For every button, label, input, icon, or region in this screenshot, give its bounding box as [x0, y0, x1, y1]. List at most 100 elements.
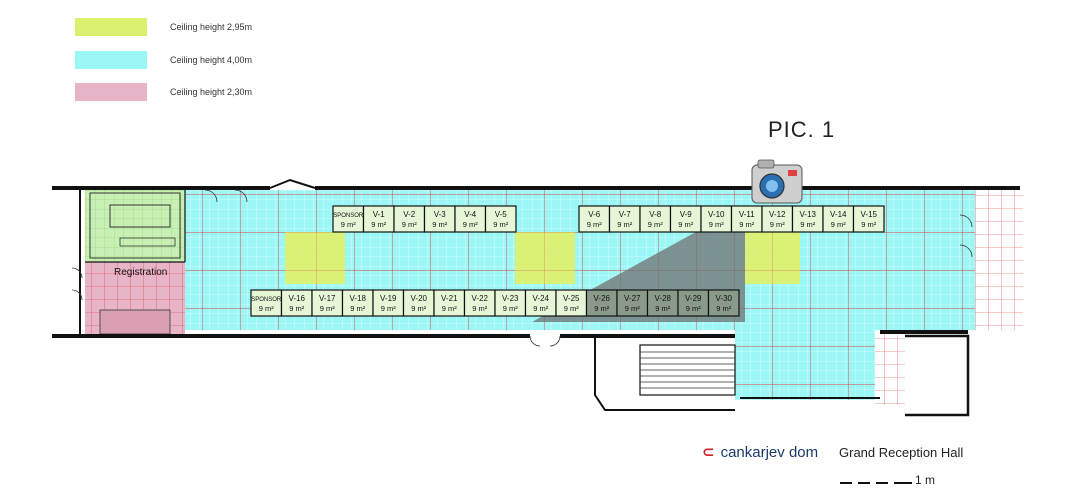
booth-name: V-21	[441, 294, 458, 303]
booth-area: 9 m²	[341, 220, 357, 229]
booth-area: 9 m²	[432, 220, 448, 229]
booth-name: V-7	[619, 210, 632, 219]
booth-box	[707, 289, 740, 317]
booth-name: V-25	[563, 294, 580, 303]
booth-area: 9 m²	[411, 304, 427, 313]
brand-name: cankarjev dom	[720, 444, 819, 461]
booth-area: 9 m²	[472, 304, 488, 313]
booth-area: 9 m²	[655, 304, 671, 313]
legend-label-4-00: Ceiling height 4,00m	[170, 55, 253, 65]
booth-box	[311, 289, 344, 317]
legend-swatch-2-95	[75, 18, 147, 36]
booth-name: V-19	[380, 294, 397, 303]
booth-v-15: V-159 m²	[852, 205, 885, 233]
camera-icon	[751, 159, 803, 204]
booth-area: 9 m²	[463, 220, 479, 229]
booth-box	[578, 205, 611, 233]
pic-label: PIC. 1	[768, 117, 836, 142]
booth-name: V-29	[685, 294, 702, 303]
booth-name: V-16	[289, 294, 306, 303]
booth-v-8: V-89 m²	[639, 205, 672, 233]
booth-v-5: V-59 m²	[484, 205, 517, 233]
booth-name: V-4	[464, 210, 477, 219]
booth-box	[639, 205, 672, 233]
registration-label: Registration	[114, 267, 167, 278]
booth-name: V-24	[533, 294, 550, 303]
booth-box	[423, 205, 456, 233]
booth-box	[332, 205, 365, 233]
booth-name: V-22	[472, 294, 489, 303]
booth-v-1: V-19 m²	[362, 205, 395, 233]
booth-area: 9 m²	[594, 304, 610, 313]
booth-box	[677, 289, 710, 317]
booth-area: 9 m²	[648, 220, 664, 229]
booth-name: V-27	[624, 294, 641, 303]
booth-v-16: V-169 m²	[280, 289, 313, 317]
booth-area: 9 m²	[678, 220, 694, 229]
booth-name: V-23	[502, 294, 519, 303]
booth-box	[494, 289, 527, 317]
booth-name: V-15	[861, 210, 878, 219]
scale-label: 1 m	[915, 473, 936, 487]
booth-v-21: V-219 m²	[433, 289, 466, 317]
booth-box	[608, 205, 641, 233]
booth-area: 9 m²	[587, 220, 603, 229]
legend-swatch-2-30	[75, 83, 147, 101]
booth-v-10: V-109 m²	[700, 205, 733, 233]
booth-name: V-28	[655, 294, 672, 303]
booth-name: V-9	[680, 210, 693, 219]
booth-name: V-8	[649, 210, 662, 219]
booth-area: 9 m²	[861, 220, 877, 229]
booth-area: 9 m²	[381, 304, 397, 313]
booth-name: V-20	[411, 294, 428, 303]
booth-area: 9 m²	[442, 304, 458, 313]
legend-label-2-30: Ceiling height 2,30m	[170, 87, 253, 97]
booth-v-19: V-199 m²	[372, 289, 405, 317]
booth-box	[761, 205, 794, 233]
booth-v-23: V-239 m²	[494, 289, 527, 317]
booth-name: V-11	[739, 210, 755, 219]
booth-area: 9 m²	[686, 304, 702, 313]
booth-v-28: V-289 m²	[646, 289, 679, 317]
booth-box	[484, 205, 517, 233]
booth-area: 9 m²	[800, 220, 816, 229]
booth-v-29: V-299 m²	[677, 289, 710, 317]
booth-box	[393, 205, 426, 233]
booth-name: V-3	[434, 210, 447, 219]
booth-box	[822, 205, 855, 233]
booth-box	[555, 289, 588, 317]
booth-name: V-13	[800, 210, 817, 219]
registration-office	[85, 190, 185, 262]
booth-v-30: V-309 m²	[707, 289, 740, 317]
booth-box	[791, 205, 824, 233]
booth-area: 9 m²	[709, 220, 725, 229]
booth-box	[852, 205, 885, 233]
booth-v-11: V-119 m²	[730, 205, 763, 233]
booth-name: V-1	[373, 210, 386, 219]
booth-name: V-12	[769, 210, 786, 219]
booth-name: V-30	[716, 294, 733, 303]
booth-area: 9 m²	[831, 220, 847, 229]
booth-area: 9 m²	[259, 304, 275, 313]
hall-name: Grand Reception Hall	[839, 445, 964, 460]
booth-box	[585, 289, 618, 317]
booth-name: V-18	[350, 294, 367, 303]
booth-box	[372, 289, 405, 317]
booth-box	[433, 289, 466, 317]
booth-v-7: V-79 m²	[608, 205, 641, 233]
booth-v-17: V-179 m²	[311, 289, 344, 317]
stairs	[640, 351, 735, 389]
booth-area: 9 m²	[770, 220, 786, 229]
booth-area: 9 m²	[533, 304, 549, 313]
booth-v-3: V-39 m²	[423, 205, 456, 233]
hall-area-2-30	[85, 262, 185, 335]
legend-label-2-95: Ceiling height 2,95m	[170, 22, 253, 32]
doors	[71, 189, 973, 347]
booth-name: V-26	[594, 294, 611, 303]
booth-area: 9 m²	[716, 304, 732, 313]
booth-area: 9 m²	[739, 220, 755, 229]
